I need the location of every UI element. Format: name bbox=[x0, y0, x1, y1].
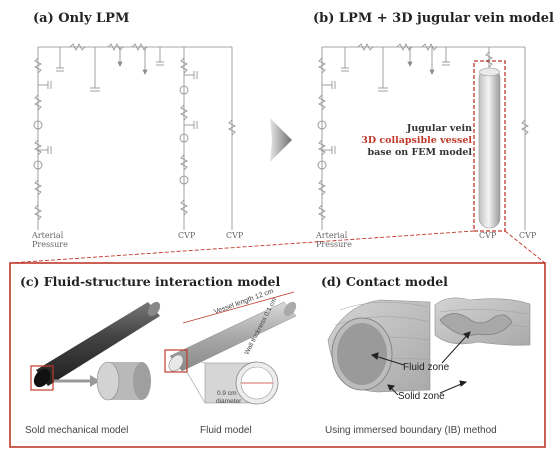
fluid-zoom-ring bbox=[204, 361, 279, 405]
panel-c-title: (c) Fluid-structure interaction model bbox=[20, 274, 280, 289]
diameter-label-1: 0.9 cm bbox=[217, 390, 237, 397]
transition-arrow bbox=[270, 118, 292, 162]
zoom-connector-c1 bbox=[186, 357, 206, 364]
zoom-connector-c2 bbox=[186, 371, 206, 404]
zone-arrows bbox=[370, 331, 471, 396]
vein-highlight-box bbox=[473, 60, 506, 232]
cvp-label-a-2: CVP bbox=[226, 231, 244, 240]
arterial-label-b-2: Pressure bbox=[316, 240, 352, 249]
leader-line-right bbox=[504, 230, 546, 264]
diameter-label-2: diameter bbox=[216, 398, 242, 405]
bottom-panel-frame bbox=[9, 262, 546, 448]
arterial-label-b-1: Arterial bbox=[315, 231, 348, 240]
contact-open-vessel bbox=[327, 299, 431, 393]
cvp-label-b-2: CVP bbox=[519, 231, 537, 240]
vein-label-2: 3D collapsible vessel bbox=[361, 135, 472, 146]
panel-b-title: (b) LPM + 3D jugular vein model bbox=[313, 11, 554, 26]
vein-label-3: base on FEM model bbox=[367, 147, 472, 158]
lpm-circuit-b bbox=[317, 43, 529, 230]
cvp-label-a-1: CVP bbox=[178, 231, 196, 240]
jugular-vein-vessel bbox=[478, 67, 501, 229]
cvp-label-b-1: CVP bbox=[479, 231, 497, 240]
solid-mechanical-tube bbox=[30, 301, 161, 391]
arterial-label-a-2: Pressure bbox=[32, 240, 68, 249]
vessel-length-line bbox=[182, 291, 295, 324]
solid-zoom-cylinder bbox=[96, 361, 151, 401]
lpm-circuit-a bbox=[33, 43, 236, 230]
caption-fluid-model: Fluid model bbox=[200, 425, 252, 436]
fluid-model-tube bbox=[164, 301, 297, 373]
leader-line-left bbox=[9, 230, 475, 264]
caption-ib-method: Using immersed boundary (IB) method bbox=[325, 425, 497, 436]
vein-label-1: Jugular vein bbox=[406, 123, 472, 134]
fluid-zone-label: Fluid zone bbox=[403, 362, 450, 373]
contact-collapsed-vessel bbox=[434, 297, 531, 346]
arterial-label-a-1: Arterial bbox=[31, 231, 64, 240]
caption-solid-model: Sold mechanical model bbox=[25, 425, 128, 436]
zoom-arrow-c bbox=[54, 375, 100, 387]
solid-zone-label: Solid zone bbox=[398, 391, 445, 402]
panel-d-title: (d) Contact model bbox=[321, 274, 448, 289]
panel-a-title: (a) Only LPM bbox=[33, 11, 129, 26]
